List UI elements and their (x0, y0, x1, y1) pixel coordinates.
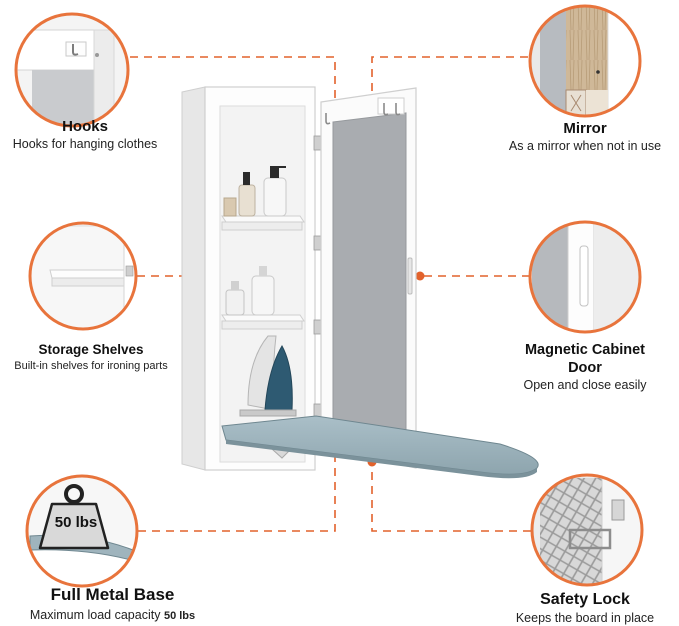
cabinet-door (320, 87, 417, 469)
shelf-upper (221, 215, 305, 231)
lock-title: Safety Lock (540, 591, 630, 608)
lock-label-group: Safety Lock Keeps the board in place (490, 590, 679, 626)
hooks-label-group: Hooks Hooks for hanging clothes (0, 118, 170, 152)
lock-detail-circle (530, 473, 644, 587)
storage-description: Built-in shelves for ironing parts (14, 360, 168, 372)
connector-hooks (130, 56, 336, 107)
ironing-cabinet (181, 86, 323, 471)
connector-mirror (371, 56, 528, 157)
door-title-line2: Door (568, 360, 602, 376)
storage-label-group: Storage Shelves Built-in shelves for iro… (0, 341, 182, 373)
base-detail-circle (25, 474, 139, 588)
weight-icon (38, 484, 110, 550)
hooks-description: Hooks for hanging clothes (12, 137, 158, 151)
hook-icon (325, 97, 405, 125)
bottles-upper (223, 166, 287, 217)
ironing-board (221, 415, 539, 479)
mirror-panel (332, 112, 407, 441)
clothes-iron (239, 335, 297, 417)
base-description: Maximum load capacity (29, 608, 161, 622)
door-label-group: Magnetic Cabinet Door Open and close eas… (505, 341, 665, 393)
base-load-value: 50 lbs (163, 610, 196, 622)
lock-description: Keeps the board in place (515, 611, 655, 625)
storage-title: Storage Shelves (38, 342, 144, 357)
door-detail-circle (528, 220, 642, 334)
connector-base (138, 428, 336, 532)
weight-tag: 50 lbs (54, 514, 98, 531)
mirror-label-group: Mirror As a mirror when not in use (490, 120, 679, 154)
storage-detail-circle (28, 221, 138, 331)
hooks-title: Hooks (62, 118, 108, 135)
connector-lock (371, 462, 531, 532)
mirror-description: As a mirror when not in use (508, 139, 662, 153)
bottles-lower (225, 266, 275, 316)
door-description: Open and close easily (523, 378, 647, 392)
mirror-title: Mirror (563, 120, 607, 137)
base-label-group: Full Metal Base Maximum load capacity 50… (0, 585, 225, 624)
door-title-line1: Magnetic Cabinet (524, 342, 646, 358)
mirror-detail-circle (528, 4, 642, 118)
hooks-detail-circle (14, 12, 130, 128)
base-title: Full Metal Base (50, 585, 175, 604)
shelf-lower (221, 314, 305, 330)
